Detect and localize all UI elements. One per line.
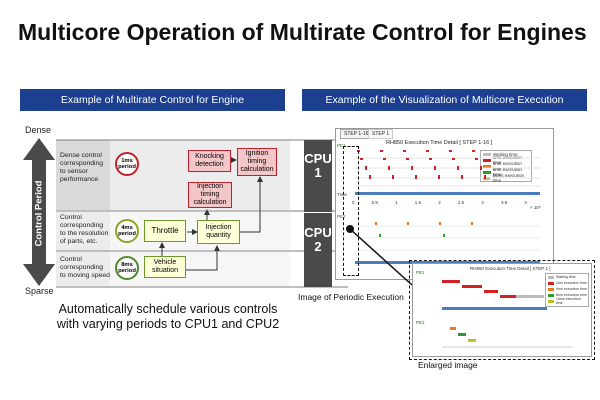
x-ticks: 0 0.5 1 1.5 2 2.5 3 3.5 4 — [352, 200, 527, 205]
knocking-detection-label: Knocking detection — [195, 153, 224, 168]
injection-quantity-label: Injection quantity — [205, 224, 232, 239]
x-tick: 2.5 — [457, 200, 465, 205]
vehicle-situation-label: Vehicle situation — [151, 259, 179, 274]
ignition-timing-block: Ignition timing calculation — [237, 148, 277, 176]
x-tick: 4 — [524, 200, 527, 205]
tab-step-1[interactable]: STEP 1 — [368, 129, 394, 139]
throttle-block: Throttle — [144, 220, 186, 242]
legend-text: Waiting time — [493, 151, 518, 157]
periodic-selection — [343, 146, 359, 276]
zoom-legend-item: 4ms execution time — [546, 286, 588, 292]
band-separators — [56, 139, 348, 288]
zoom-pe2-label: PE2 — [416, 320, 425, 325]
zoom-legend-text: Waiting time — [556, 275, 576, 279]
page-title: Multicore Operation of Multirate Control… — [18, 19, 587, 45]
period-1ms-label: 1ms period — [118, 157, 136, 171]
band-middle — [56, 212, 110, 250]
x-tick: 1.5 — [414, 200, 422, 205]
injection-timing-label: Injection timing calculation — [193, 183, 227, 206]
cpu2-text: CPU 2 — [304, 225, 332, 254]
axis-dense-label: Dense — [25, 125, 52, 135]
zoom-pe1-label: PE1 — [416, 270, 425, 275]
x-tick: 3.5 — [500, 200, 508, 205]
x-tick: 2 — [438, 200, 441, 205]
x-exponent: × 10⁵ — [530, 205, 541, 210]
pe1-label: PE1 — [337, 143, 346, 148]
band-sparse-right — [110, 252, 290, 286]
cpu2-label — [304, 213, 332, 287]
pe2-rows — [355, 222, 540, 264]
vehicle-situation-block: Vehicle situation — [144, 256, 186, 278]
pe1-rows — [355, 150, 540, 195]
x-tick: 0 — [352, 200, 355, 205]
x-tick: 0.5 — [371, 200, 378, 205]
zoom-connector — [346, 225, 413, 286]
period-8ms: 8ms period — [115, 256, 139, 280]
cpu1-label — [304, 140, 332, 212]
zoom-legend-text: 16ms execution time — [555, 297, 582, 305]
zoom-timeline — [442, 280, 572, 348]
zoom-legend-swatch — [548, 299, 554, 303]
pe2-label: PE2 — [337, 214, 346, 219]
zoom-legend-text: 1ms execution time — [556, 281, 587, 285]
knocking-detection-block: Knocking detection — [188, 150, 231, 172]
band-label-sparse: Control corresponding to moving speed — [60, 256, 110, 279]
band-dense — [56, 140, 110, 210]
periodic-caption: Image of Periodic Execution — [298, 292, 404, 302]
flow-arrows — [159, 157, 263, 271]
control-period-arrow — [23, 138, 55, 286]
legend-text: 8ms execution time — [492, 167, 522, 177]
throttle-label: Throttle — [151, 226, 179, 235]
legend-swatch — [483, 164, 491, 168]
band-label-dense: Dense control corresponding to sensor pe… — [60, 152, 104, 183]
band-label-middle: Control corresponding to the resolution … — [60, 214, 109, 245]
injection-quantity-block: Injection quantity — [197, 220, 240, 244]
right-banner: Example of the Visualization of Multicor… — [302, 89, 587, 111]
injection-timing-block: Injection timing calculation — [188, 182, 232, 208]
zoom-legend-text: 8ms execution time — [556, 293, 587, 297]
legend-swatch — [483, 158, 491, 162]
legend-item: Waiting time — [481, 151, 531, 157]
axis-title: Control Period — [33, 180, 45, 247]
legend: Waiting time 1ms execution time 4ms exec… — [480, 150, 532, 183]
period-4ms: 4ms period — [115, 219, 139, 243]
zoom-legend-text: 4ms execution time — [556, 287, 587, 291]
legend-text: 16ms execution time — [492, 173, 524, 183]
cpu1-text: CPU 1 — [304, 151, 332, 180]
zoom-title: RH850 Execution Time Detail [ STEP 1 ] — [470, 266, 551, 271]
axis-sparse-label: Sparse — [25, 286, 54, 296]
period-1ms: 1ms period — [115, 152, 139, 176]
caption: Automatically schedule various controls … — [56, 302, 280, 331]
zoom-legend-item: Waiting time — [546, 274, 588, 280]
x-tick: 3 — [481, 200, 484, 205]
enlarged-caption: Enlarged image — [418, 360, 478, 370]
legend-item: 8ms execution time — [481, 167, 531, 177]
zoom-legend-swatch — [548, 287, 554, 291]
ignition-timing-label: Ignition timing calculation — [240, 150, 274, 173]
legend-swatch — [483, 170, 491, 174]
execution-timeline — [355, 150, 540, 264]
band-sparse — [56, 252, 110, 286]
zoom-legend-item: 8ms execution time — [546, 292, 588, 298]
left-banner: Example of Multirate Control for Engine — [20, 89, 285, 111]
period-4ms-label: 4ms period — [118, 224, 136, 238]
zoom-legend-swatch — [548, 281, 554, 285]
chart-title: RH850 Execution Time Detail [ STEP 1-16 … — [386, 140, 493, 146]
zoom-legend: Waiting time 1ms execution time 4ms exec… — [545, 273, 589, 307]
zoom-legend-item: 16ms execution time — [546, 297, 588, 305]
zoom-legend-swatch — [548, 293, 554, 297]
period-8ms-label: 8ms period — [118, 261, 136, 275]
x-tick: 1 — [395, 200, 398, 205]
zoom-legend-swatch — [548, 275, 554, 279]
zoom-legend-item: 1ms execution time — [546, 280, 588, 286]
legend-swatch — [483, 152, 491, 156]
x-axis-label: Time — [337, 192, 347, 197]
